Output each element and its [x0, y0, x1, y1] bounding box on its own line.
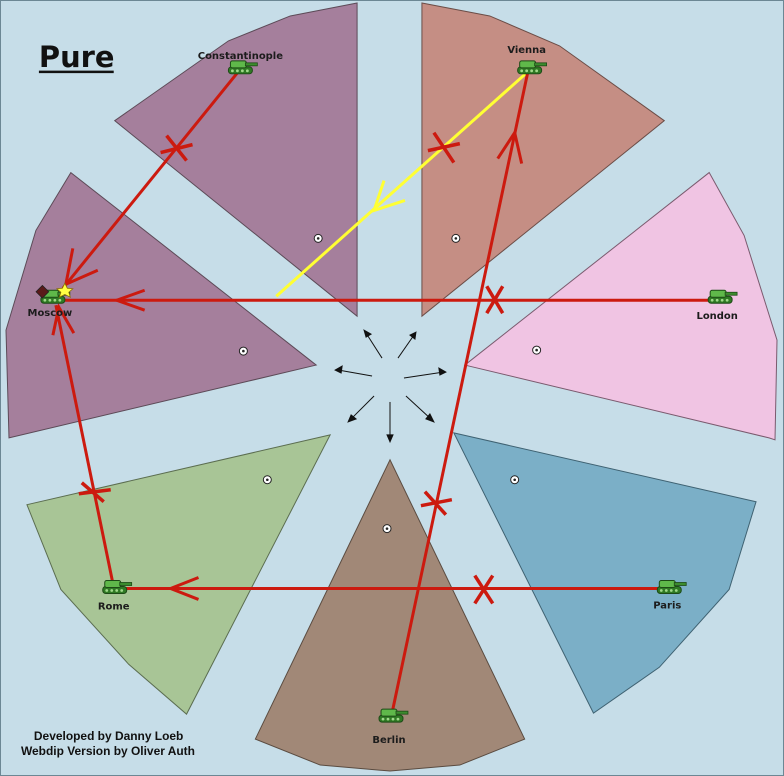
territory-constantinople[interactable] — [113, 2, 358, 318]
city-label-vienna: Vienna — [507, 45, 546, 56]
arrowhead-icon — [334, 365, 343, 374]
order-line — [275, 71, 528, 298]
arrow-icon — [397, 334, 415, 359]
territory-paris[interactable] — [452, 432, 757, 714]
arrowhead-icon — [363, 329, 373, 338]
territory-moscow[interactable] — [5, 171, 318, 439]
supply-center-dot — [535, 348, 538, 352]
supply-center-dot — [316, 237, 320, 240]
supply-center-dot — [266, 478, 269, 482]
failed-mark-icon — [78, 481, 111, 504]
failed-mark-icon — [427, 131, 461, 164]
arrowhead-icon — [409, 331, 417, 341]
city-label-paris: Paris — [653, 600, 681, 611]
arrow-icon — [403, 371, 444, 379]
supply-center-dot — [454, 237, 458, 240]
arrow-icon — [349, 395, 375, 421]
order-line-constantinople-moscow — [61, 71, 239, 290]
order-arrowhead-icon — [63, 248, 99, 287]
territory-vienna[interactable] — [421, 2, 666, 318]
city-label-rome: Rome — [98, 601, 130, 612]
order-moves — [51, 71, 720, 714]
arrow-icon — [405, 395, 433, 421]
failed-mark-icon — [485, 285, 505, 315]
failed-mark-icon — [160, 134, 193, 162]
failed-mark-icon — [473, 574, 495, 605]
order-support-vienna — [275, 71, 528, 298]
map-title: Pure — [39, 40, 115, 74]
credit-line-2: Webdip Version by Oliver Auth — [21, 744, 195, 758]
order-arrowhead-icon — [496, 128, 524, 164]
order-line-rome-moscow — [54, 304, 116, 588]
territory-berlin[interactable] — [254, 458, 526, 772]
star-icon — [55, 282, 74, 299]
order-arrowhead-icon — [112, 288, 146, 312]
order-arrowhead-icon — [166, 576, 200, 601]
credit-line-1: Developed by Danny Loeb — [34, 729, 183, 743]
order-arrowhead-icon — [51, 303, 76, 336]
order-line-berlin-vienna — [390, 72, 530, 714]
dislodged-marker-icon — [35, 284, 50, 299]
city-label-moscow: Moscow — [28, 308, 73, 319]
city-label-constantinople: Constantinople — [198, 51, 283, 62]
failed-mark-icon — [420, 490, 453, 516]
arrowhead-icon — [438, 367, 447, 376]
arrowhead-icon — [425, 413, 435, 423]
arrowhead-icon — [347, 414, 358, 423]
city-label-london: London — [696, 311, 737, 322]
territory-london[interactable] — [463, 171, 778, 441]
failed-order-marks — [78, 131, 505, 605]
arrowhead-icon — [386, 434, 394, 444]
city-label-berlin: Berlin — [372, 735, 405, 746]
center-arrows — [334, 329, 447, 444]
territory-rome[interactable] — [26, 434, 332, 715]
supply-center-dot — [513, 478, 516, 482]
order-arrowhead-icon — [371, 180, 406, 213]
arrow-icon — [365, 332, 383, 359]
supply-center-dot — [242, 349, 245, 353]
supply-center-dot — [385, 527, 389, 530]
arrow-icon — [338, 369, 373, 377]
